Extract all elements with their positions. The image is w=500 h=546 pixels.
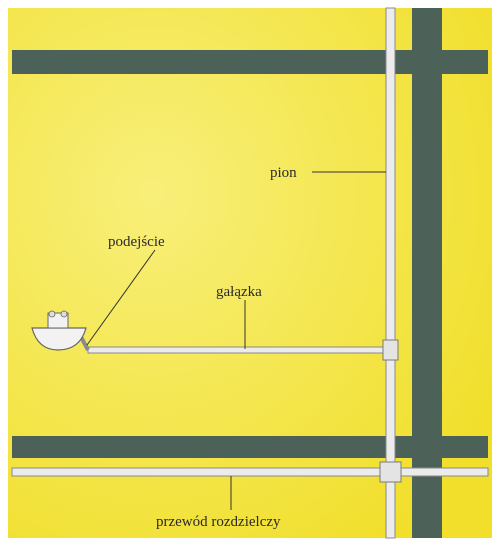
beam-bottom [12, 436, 488, 458]
label-pion: pion [270, 165, 297, 181]
label-przewod-rozdzielczy: przewód rozdzielczy [156, 514, 281, 530]
riser-fitting [382, 339, 399, 361]
label-podejscie: podejście [108, 234, 165, 250]
washbasin-icon [31, 310, 87, 351]
beam-top [12, 50, 488, 74]
riser-pipe [385, 7, 396, 539]
tee-fitting [379, 461, 402, 483]
branch-pipe [87, 346, 389, 354]
distribution-pipe [11, 467, 489, 477]
leader-podejscie [86, 249, 156, 346]
label-galazka: gałązka [216, 284, 262, 300]
column [412, 8, 442, 538]
